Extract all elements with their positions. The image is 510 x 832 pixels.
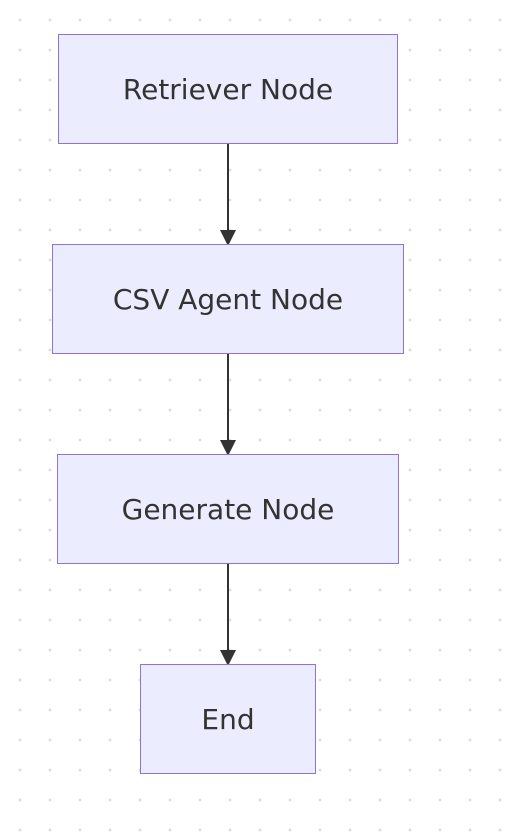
node-end-label: End [201, 702, 255, 736]
node-generate[interactable]: Generate Node [57, 454, 399, 564]
node-csv-agent[interactable]: CSV Agent Node [52, 244, 404, 354]
node-generate-label: Generate Node [121, 492, 335, 526]
node-retriever[interactable]: Retriever Node [58, 34, 398, 144]
node-retriever-label: Retriever Node [122, 72, 334, 106]
node-csv-agent-label: CSV Agent Node [112, 282, 344, 316]
node-end[interactable]: End [140, 664, 316, 774]
